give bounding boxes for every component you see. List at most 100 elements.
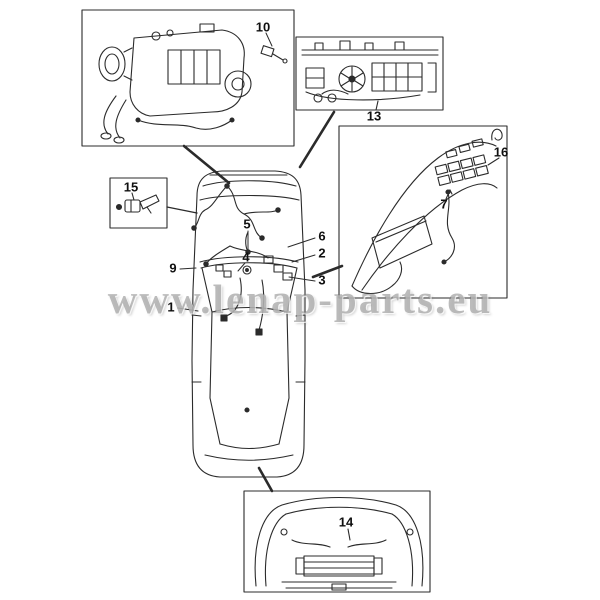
hatch-opening-outer (254, 497, 424, 587)
heater-vent-slats (180, 49, 208, 85)
duct-joins (123, 47, 133, 81)
cowl-connectors (215, 255, 293, 336)
ac-top-part (394, 41, 405, 51)
car-roof-rails (209, 311, 290, 399)
sensor-part-10 (260, 45, 275, 58)
cowl-wire-left (225, 277, 242, 317)
leader-13 (375, 100, 379, 111)
switch-blade (139, 194, 160, 210)
ac-wiring (305, 91, 421, 101)
inset-frames (81, 9, 508, 593)
inset-connector-lines (182, 110, 344, 493)
switch-stem (146, 206, 152, 214)
hatch-wiring (291, 539, 387, 548)
ac-hose-curve (321, 89, 349, 95)
harness-left-branch (193, 185, 228, 229)
wire-dot (441, 259, 447, 265)
heater-knob (166, 29, 174, 37)
sill-end (373, 557, 383, 575)
hose-end (100, 132, 112, 140)
heater-knob (151, 31, 161, 41)
sill-end (295, 557, 305, 575)
sensor-tip (282, 58, 288, 64)
cowl-wire-right (258, 279, 265, 331)
ac-top-part (339, 40, 351, 51)
hose-port (313, 93, 323, 103)
connector-block (273, 264, 284, 273)
hatch-floor-lines (281, 581, 397, 589)
leader-7 (445, 189, 451, 200)
hatch-top-inner (285, 506, 393, 515)
car-windshield-base (211, 307, 288, 313)
dash-wire (443, 191, 455, 263)
inset-heater-unit-drawing (98, 23, 288, 144)
leader-2 (291, 254, 316, 263)
car-hood-line-1 (202, 180, 297, 187)
leader-3 (288, 276, 316, 282)
leader-6 (287, 237, 316, 248)
car-rear-window-base (219, 443, 280, 450)
hatch-detail-circle (280, 528, 288, 536)
wire-dot (135, 117, 141, 123)
connector-car-to-ac (298, 110, 336, 169)
switch-body (124, 199, 141, 213)
inset-ac-assembly-frame (295, 36, 444, 111)
harness-dot (191, 225, 197, 231)
blower-duct-inner (104, 53, 120, 75)
blower-motor-hub (231, 77, 245, 91)
harness-dot (259, 235, 265, 241)
connector-block (215, 264, 224, 272)
hose-end (113, 136, 125, 144)
harness-right-branch (243, 209, 279, 215)
car-door-ticks (191, 314, 306, 383)
harness-dot (203, 261, 209, 267)
leader-4 (237, 262, 246, 272)
heater-wiring (137, 119, 233, 130)
dash-hook-detail (491, 128, 503, 141)
hatch-sill (303, 555, 375, 577)
connector-dash-to-car (311, 264, 344, 279)
car-trunk-line (204, 454, 294, 461)
leader-7-arrow (445, 189, 453, 195)
connector-heater-to-car (182, 144, 231, 185)
inset-switch-drawing (115, 192, 160, 214)
heater-top-connector (199, 23, 215, 33)
heater-hoses (103, 95, 127, 139)
harness-lower-branch (205, 245, 269, 265)
ac-top-part (364, 42, 374, 51)
wire-dot (229, 117, 235, 123)
hatch-right-inner (391, 513, 414, 587)
car-body-outline (191, 170, 306, 478)
leader-10 (265, 32, 273, 47)
connector-block (282, 272, 293, 281)
ac-top-part (314, 42, 324, 51)
car-cowl-line-1 (199, 256, 299, 263)
leader-1 (177, 307, 199, 312)
blower-duct-outer (98, 46, 126, 82)
fan-ring (338, 65, 366, 93)
connector-block (223, 270, 232, 278)
inset-switch-frame (109, 177, 168, 229)
heater-body (129, 29, 245, 117)
blower-motor (224, 70, 252, 98)
connector-switch-to-car (166, 206, 198, 214)
fan-hub (348, 75, 356, 83)
ac-bracket (427, 62, 437, 93)
inset-dashboard-frame (338, 125, 508, 299)
connector-ring (242, 265, 252, 275)
leader-15 (131, 192, 135, 201)
inset-rear-hatch-drawing (254, 497, 424, 591)
harness-dot (224, 183, 230, 189)
ac-rails (301, 49, 439, 56)
connector-hatch-to-car (257, 466, 274, 493)
glovebox (371, 215, 433, 269)
car-antenna-dot (244, 407, 250, 413)
glovebox-lid-line (375, 220, 427, 243)
leader-9 (179, 267, 197, 270)
evaporator-fins (371, 62, 423, 92)
dash-top-curve (351, 141, 497, 287)
inset-dashboard-drawing (351, 128, 503, 295)
hatch-detail-circle (406, 528, 414, 536)
